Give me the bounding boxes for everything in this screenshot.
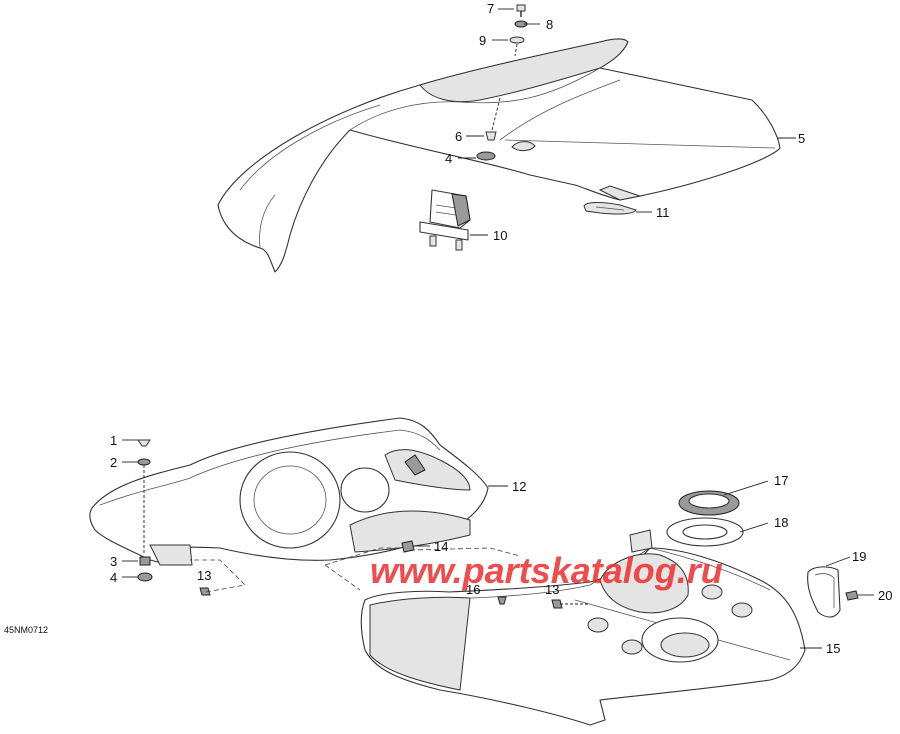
callout-19: 19 — [852, 549, 866, 564]
left-nut — [139, 556, 151, 566]
grommet — [476, 151, 496, 161]
diagram-code: 45NM0712 — [4, 625, 48, 635]
callout-13-right: 13 — [545, 582, 559, 597]
callout-15: 15 — [826, 641, 840, 656]
lower-console — [360, 547, 806, 726]
push-rivet — [485, 131, 497, 141]
watermark-text: www.partskatalog.ru — [370, 550, 723, 591]
callout-1: 1 — [110, 433, 117, 448]
callout-5: 5 — [798, 131, 805, 146]
cover-washer — [509, 36, 525, 44]
strap-screw — [845, 590, 859, 601]
left-grommet — [137, 572, 153, 582]
callout-9: 9 — [479, 33, 486, 48]
cover-vent — [511, 141, 536, 152]
lower-panel-assembly — [89, 417, 859, 726]
gauge-opening-center — [340, 467, 390, 513]
tach-housing — [384, 449, 471, 491]
callout-13-left: 13 — [197, 568, 211, 583]
callouts-lower: 1 2 3 4 13 12 14 16 13 17 18 19 20 15 — [110, 433, 892, 656]
callout-20: 20 — [878, 588, 892, 603]
callout-4-lower: 4 — [110, 570, 117, 585]
console-cup — [599, 553, 689, 614]
left-screw — [137, 439, 151, 447]
callout-17: 17 — [774, 473, 788, 488]
callout-8: 8 — [546, 17, 553, 32]
callout-18: 18 — [774, 515, 788, 530]
callout-11: 11 — [656, 205, 670, 220]
callout-2: 2 — [110, 455, 117, 470]
callout-4-upper: 4 — [445, 151, 452, 166]
callout-14: 14 — [434, 539, 448, 554]
screw-13-right — [551, 599, 563, 609]
left-washer — [137, 458, 151, 466]
cover-screw — [516, 4, 526, 17]
upper-cover-assembly — [217, 4, 781, 273]
callout-7: 7 — [487, 1, 494, 16]
callout-3: 3 — [110, 554, 117, 569]
screw-13-left — [199, 587, 211, 596]
strap — [807, 566, 841, 618]
sensor-block — [419, 189, 471, 251]
callout-10: 10 — [493, 228, 507, 243]
callouts-upper: 7 8 9 6 4 5 11 10 — [445, 1, 805, 243]
cover-shade — [419, 38, 629, 103]
callout-16: 16 — [466, 582, 480, 597]
callout-12: 12 — [512, 479, 526, 494]
callout-6: 6 — [455, 129, 462, 144]
leaders — [122, 8, 874, 649]
screw-16 — [497, 596, 507, 605]
